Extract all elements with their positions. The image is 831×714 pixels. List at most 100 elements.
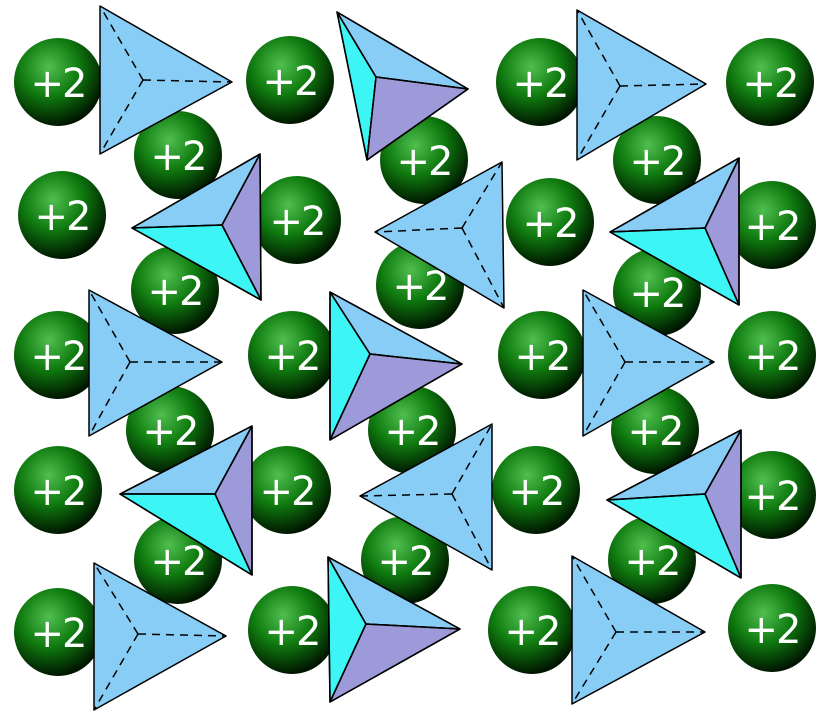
cation-ion: +2 — [496, 38, 584, 126]
visible-edge — [259, 153, 262, 301]
cation-sphere — [728, 181, 816, 269]
cation-ion: +2 — [131, 246, 219, 334]
charge-label: +2 — [628, 409, 683, 455]
anion-tetrahedron — [359, 423, 493, 571]
tetrahedron-face — [99, 5, 233, 155]
cation-sphere — [14, 311, 102, 399]
charge-label: +2 — [35, 194, 90, 240]
hidden-edge — [374, 227, 463, 233]
charge-label: +2 — [630, 271, 685, 317]
cation-ion: +2 — [488, 586, 576, 674]
tetrahedron-face — [374, 161, 505, 309]
charge-label: +2 — [743, 61, 798, 107]
visible-edge — [329, 628, 461, 703]
cation-sphere — [496, 38, 584, 126]
cation-layer: +2 +2 +2 +2 +2 +2 +2 +2 +2 +2 +2 +2 +2 +2 +2 +2 +2 +2 +2 +2… — [14, 36, 816, 676]
visible-edge — [606, 429, 742, 501]
cation-ion: +2 — [134, 111, 222, 199]
charge-label: +2 — [31, 469, 86, 515]
cation-ion: +2 — [728, 181, 816, 269]
visible-edge — [214, 493, 253, 576]
visible-edge — [606, 493, 706, 501]
cation-sphere — [492, 446, 580, 534]
cation-ion: +2 — [728, 584, 816, 672]
charge-label: +2 — [31, 334, 86, 380]
hidden-edge — [451, 493, 493, 571]
cation-ion: +2 — [126, 386, 214, 474]
cation-ion: +2 — [14, 311, 102, 399]
cation-sphere — [243, 446, 331, 534]
anion-tetrahedron — [99, 5, 233, 155]
cation-ion: +2 — [243, 446, 331, 534]
charge-label: +2 — [151, 134, 206, 180]
cation-ion: +2 — [18, 171, 106, 259]
visible-edge — [131, 227, 262, 301]
cation-ion: +2 — [248, 586, 336, 674]
tetrahedron-face — [93, 562, 227, 711]
charge-label: +2 — [31, 61, 86, 107]
hidden-edge — [576, 9, 621, 87]
hidden-edge — [88, 361, 131, 437]
visible-edge — [327, 556, 331, 703]
visible-edge — [327, 556, 461, 630]
charge-label: +2 — [265, 609, 320, 655]
cation-sphere — [728, 451, 816, 539]
visible-edge — [214, 425, 253, 495]
anion-tetrahedron — [576, 9, 707, 161]
cation-sphere — [380, 116, 468, 204]
visible-edge — [131, 224, 223, 229]
cation-ion: +2 — [361, 516, 449, 604]
hidden-edge — [571, 631, 617, 705]
hidden-edge — [142, 79, 233, 83]
anion-tetrahedron — [374, 161, 505, 309]
cation-ion: +2 — [613, 116, 701, 204]
tetrahedron-face — [571, 555, 706, 705]
visible-edge — [704, 157, 740, 229]
visible-edge — [609, 231, 740, 306]
charge-label: +2 — [143, 409, 198, 455]
cation-ion: +2 — [246, 36, 334, 124]
visible-edge — [375, 76, 469, 90]
visible-edge — [336, 11, 377, 78]
visible-edge — [131, 153, 261, 229]
charge-label: +2 — [505, 609, 560, 655]
charge-label: +2 — [745, 334, 800, 380]
hidden-edge — [619, 83, 707, 87]
charge-label: +2 — [630, 139, 685, 185]
hidden-edge — [99, 79, 144, 155]
cation-ion: +2 — [253, 176, 341, 264]
cation-sphere — [14, 38, 102, 126]
anion-tetrahedron — [336, 11, 469, 161]
visible-edge — [119, 493, 253, 576]
cation-sphere — [506, 178, 594, 266]
charge-label: +2 — [745, 204, 800, 250]
cation-sphere — [248, 311, 336, 399]
visible-edge — [336, 11, 368, 161]
charge-label: +2 — [260, 469, 315, 515]
visible-edge — [369, 353, 463, 365]
cation-ion: +2 — [14, 446, 102, 534]
visible-edge — [606, 499, 742, 579]
tetrahedron-face — [582, 289, 715, 437]
cation-ion: +2 — [498, 311, 586, 399]
visible-edge — [704, 493, 742, 579]
visible-edge — [704, 227, 740, 306]
charge-label: +2 — [31, 611, 86, 657]
visible-edge — [329, 353, 371, 441]
anion-tetrahedron — [88, 289, 223, 437]
cation-ion: +2 — [368, 386, 456, 474]
tetrahedron-face — [88, 289, 223, 437]
hidden-edge — [582, 361, 626, 437]
cation-ion: +2 — [506, 178, 594, 266]
hidden-edge — [137, 633, 227, 637]
cation-sphere — [728, 584, 816, 672]
visible-edge — [329, 363, 463, 441]
charge-label: +2 — [148, 269, 203, 315]
visible-edge — [119, 425, 253, 495]
visible-edge — [336, 11, 469, 90]
cation-sphere — [726, 38, 814, 126]
cation-ion: +2 — [728, 451, 816, 539]
visible-edge — [366, 88, 469, 161]
cation-sphere — [14, 588, 102, 676]
